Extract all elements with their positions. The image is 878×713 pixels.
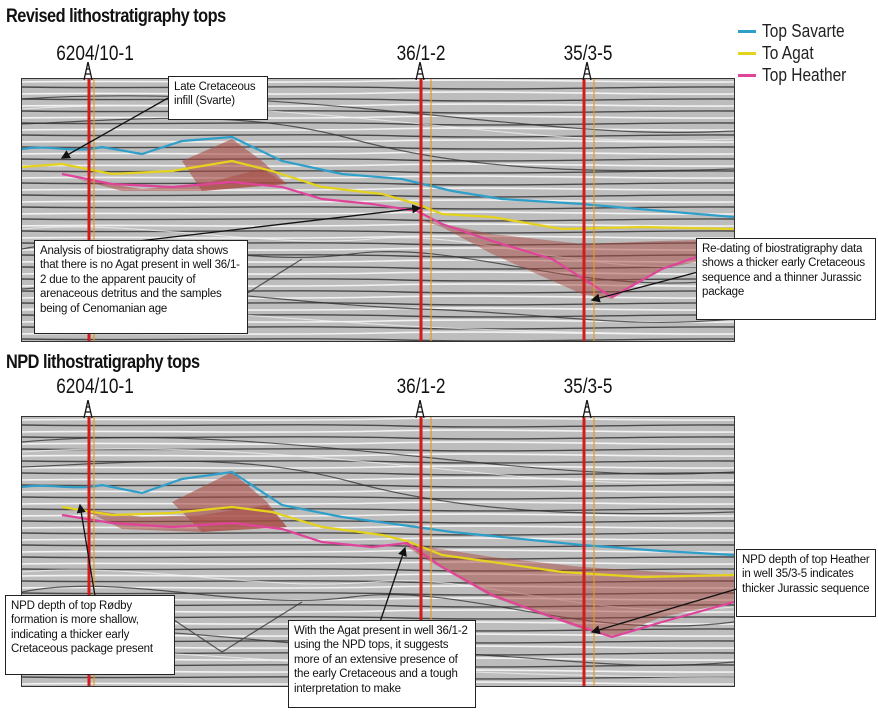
legend-item-agat: To Agat bbox=[738, 42, 860, 64]
annotation-late-cretaceous: Late Cretaceous infill (Svarte) bbox=[168, 76, 268, 120]
legend: Top Savarte To Agat Top Heather bbox=[738, 20, 860, 86]
npd-panel-title: NPD lithostratigraphy tops bbox=[6, 352, 200, 373]
legend-item-heather: Top Heather bbox=[738, 64, 860, 86]
legend-item-savarte: Top Savarte bbox=[738, 20, 860, 42]
legend-swatch-agat bbox=[738, 51, 756, 55]
well-label-35-3-5-top: 35/3-5 bbox=[563, 42, 613, 65]
derrick-icon bbox=[415, 62, 425, 80]
annotation-agat-npd: With the Agat present in well 36/1-2 usi… bbox=[288, 620, 476, 708]
legend-label-savarte: Top Savarte bbox=[762, 20, 845, 41]
derrick-icon bbox=[83, 62, 93, 80]
legend-swatch-heather bbox=[738, 73, 756, 77]
annotation-redating: Re-dating of biostratigraphy data shows … bbox=[696, 238, 876, 320]
annotation-redating-text: Re-dating of biostratigraphy data shows … bbox=[702, 243, 865, 299]
well-label-6204-10-1-top: 6204/10-1 bbox=[56, 42, 134, 65]
annotation-npd-rodby-text: NPD depth of top Rødby formation is more… bbox=[11, 600, 153, 656]
annotation-npd-heather: NPD depth of top Heather in well 35/3-5 … bbox=[736, 549, 876, 617]
annotation-npd-rodby: NPD depth of top Rødby formation is more… bbox=[5, 595, 175, 675]
seismic-section-npd bbox=[21, 416, 735, 687]
revised-panel-title: Revised lithostratigraphy tops bbox=[6, 6, 226, 27]
annotation-npd-heather-text: NPD depth of top Heather in well 35/3-5 … bbox=[742, 554, 870, 595]
legend-label-agat: To Agat bbox=[762, 42, 814, 63]
seismic-image-npd bbox=[22, 417, 734, 686]
well-label-36-1-2-bottom: 36/1-2 bbox=[396, 375, 446, 398]
annotation-biostratigraphy-text: Analysis of biostratigraphy data shows t… bbox=[40, 245, 240, 315]
well-label-36-1-2-top: 36/1-2 bbox=[396, 42, 446, 65]
annotation-late-cretaceous-text: Late Cretaceous infill (Svarte) bbox=[174, 81, 256, 108]
derrick-icon bbox=[582, 62, 592, 80]
annotation-biostratigraphy: Analysis of biostratigraphy data shows t… bbox=[34, 240, 248, 334]
well-label-35-3-5-bottom: 35/3-5 bbox=[563, 375, 613, 398]
annotation-agat-npd-text: With the Agat present in well 36/1-2 usi… bbox=[294, 625, 468, 695]
derrick-icon bbox=[415, 400, 425, 418]
derrick-icon bbox=[582, 400, 592, 418]
legend-swatch-savarte bbox=[738, 29, 756, 33]
well-label-6204-10-1-bottom: 6204/10-1 bbox=[56, 375, 134, 398]
legend-label-heather: Top Heather bbox=[762, 64, 847, 85]
derrick-icon bbox=[83, 400, 93, 418]
